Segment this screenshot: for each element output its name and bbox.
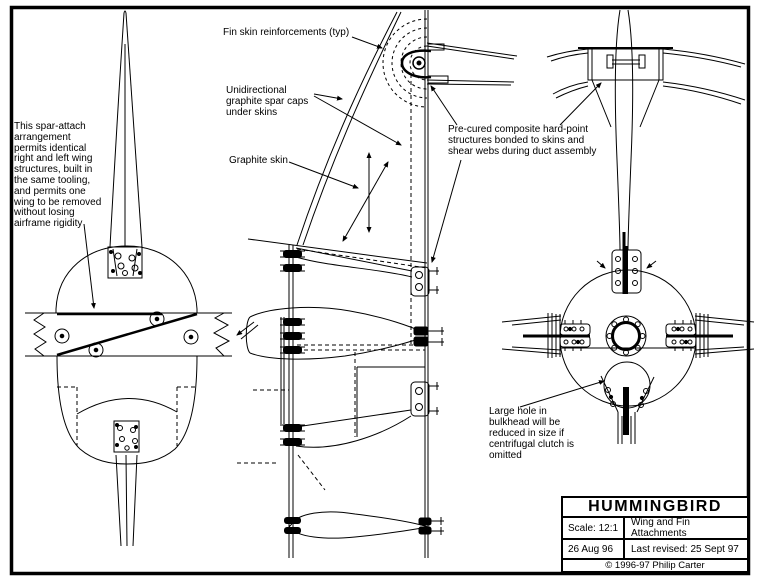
wing-attach-left [501,313,591,358]
leader-hard-point-1 [430,85,458,126]
spar-bolt-clusters [283,250,302,534]
spar-pivot-fasteners [54,311,199,358]
leader-hard-point-3 [430,159,462,263]
spar-bolt-washers [280,250,305,446]
break-symbol-left [33,312,47,357]
fiber-direction-arrows [342,152,389,242]
label-graphite-skin: Graphite skin [229,155,288,166]
drawing-name-cell: Wing and Fin Attachments [631,517,690,540]
date-cell: 26 Aug 96 [563,540,625,558]
page-border [9,5,751,576]
drawing-title: HUMMINGBIRD [563,498,747,519]
leader-arrows [83,36,605,408]
copyright-cell: © 1996-97 Philip Carter [605,560,705,571]
wing-attach-right [665,313,755,358]
break-symbol-right [212,312,231,357]
fin-root-fitting-top [107,246,143,279]
revised-cell: Last revised: 25 Sept 97 [631,543,739,555]
fin-skin-reinforcement-arcs [382,18,428,108]
note-large-hole: Large hole in bulkhead will be reduced i… [489,406,575,461]
leader-fin-skin [351,36,383,49]
mount-plate-lower [410,381,439,417]
wing-root-airfoil [236,306,426,360]
middle-view-side [236,10,518,558]
leader-hard-point-2 [559,82,602,126]
leader-large-hole [519,380,605,408]
fin-mount-box [578,47,673,128]
fin-attach-fitting-top [596,246,657,294]
leader-graphite-skin [288,161,359,189]
note-spar-attach: This spar-attach arrangement permits ide… [14,121,102,230]
right-view-bulkhead [501,9,755,444]
leader-spar-attach-note [83,223,96,309]
title-block: HUMMINGBIRD Scale: 12:1 Wing and Fin Att… [561,496,749,573]
trailing-edge-bolts [413,326,444,347]
fin-cross-section [289,511,444,539]
hard-point-structure [400,43,449,84]
leader-spar-caps-1 [313,93,343,101]
leader-spar-caps-2 [313,95,402,146]
label-fin-skin-reinforcements: Fin skin reinforcements (typ) [223,27,350,38]
mount-plate-upper [410,266,439,297]
shaft-flange [605,315,647,357]
scale-cell: Scale: 12:1 [563,518,625,539]
fin-root-fitting-bottom [113,420,140,453]
left-view-front [25,10,232,547]
label-spar-caps: Unidirectional graphite spar caps under … [226,85,309,118]
note-hard-point: Pre-cured composite hard-point structure… [448,124,597,157]
fin-attach-fitting-bottom [600,375,655,444]
